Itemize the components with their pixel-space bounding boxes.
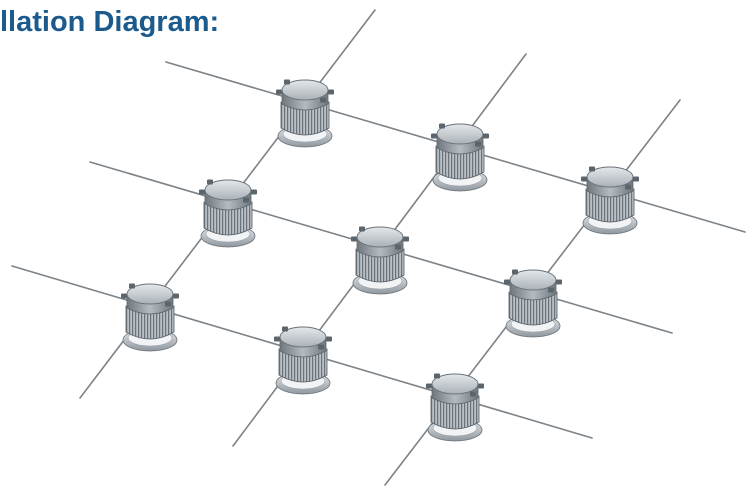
fixture-layer: [121, 79, 639, 442]
light-fixture-r1-c2: [431, 123, 489, 192]
light-fixture-r2-c1: [199, 179, 257, 248]
light-fixture-r3-c1: [121, 283, 179, 352]
light-fixture-r3-c2: [274, 326, 332, 395]
page-title: llation Diagram:: [0, 6, 220, 38]
light-fixture-r2-c3: [504, 269, 562, 338]
light-fixture-r1-c3: [581, 166, 639, 235]
light-fixture-r2-c2: [351, 226, 409, 295]
light-fixture-r1-c1: [276, 79, 334, 148]
light-fixture-r3-c3: [426, 373, 484, 442]
